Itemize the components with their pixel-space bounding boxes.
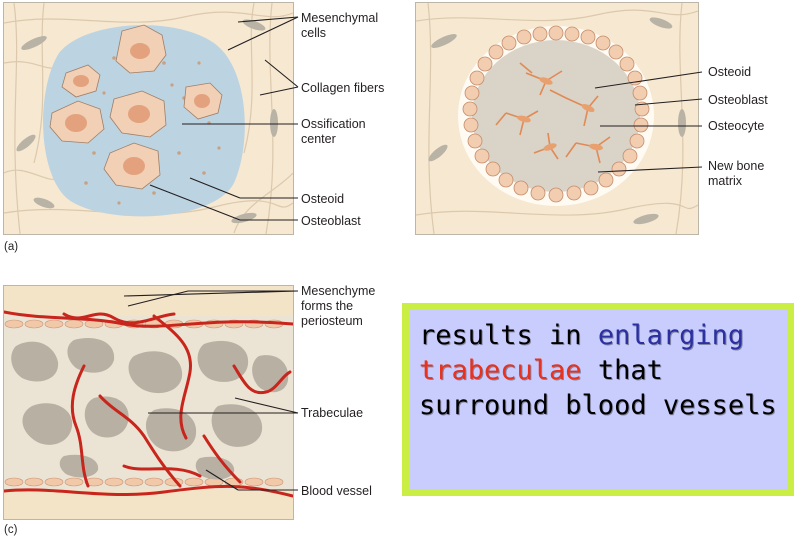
panel-b-illustration: [415, 2, 699, 235]
label-osteocyte: Osteocyte: [708, 119, 765, 133]
panel-b-drawing: [416, 3, 698, 234]
callout-highlight-trabeculae: trabeculae: [419, 355, 582, 386]
label-osteoblast-a: Osteoblast: [301, 214, 361, 228]
mesenchymal-cells-b: [428, 17, 686, 225]
callout-segment-1: results in: [419, 320, 598, 351]
label-blood-vessel: Blood vessel: [301, 484, 372, 498]
blood-vessels: [4, 310, 293, 498]
callout-box: results in enlarging trabeculae that sur…: [402, 303, 794, 496]
osteocyte-bodies: [517, 77, 603, 151]
panel-a-tag-text: (a): [4, 241, 19, 253]
panel-c-illustration: [3, 285, 294, 520]
callout-highlight-enlarging: enlarging: [597, 320, 745, 351]
callout-segment-5: that surround blood vessels: [419, 355, 777, 421]
callout-text: results in enlarging trabeculae that sur…: [419, 318, 779, 423]
label-osteoblast-b: Osteoblast: [708, 93, 768, 107]
label-new-bone-matrix: New bone matrix: [708, 159, 765, 188]
panel-a-drawing: [4, 3, 293, 234]
label-mesenchymal-cells: Mesenchymal cells: [301, 11, 379, 40]
label-ossification-center: Ossification center: [301, 117, 366, 146]
panel-c-drawing: [4, 286, 293, 519]
osteoblasts: [49, 24, 223, 190]
label-osteoid-a: Osteoid: [301, 192, 345, 206]
panel-c-tag: (c): [4, 524, 18, 536]
panel-a-illustration: [3, 2, 294, 235]
label-mesenchyme-periosteum: Mesenchyme forms the periosteum: [301, 284, 376, 328]
label-collagen-fibers: Collagen fibers: [301, 81, 385, 95]
label-osteoid-b: Osteoid: [708, 65, 752, 79]
label-trabeculae: Trabeculae: [301, 406, 364, 420]
periosteum-top: [4, 286, 293, 316]
spongy-bone-spaces: [11, 338, 289, 480]
osteoblast-ring: [462, 25, 650, 203]
